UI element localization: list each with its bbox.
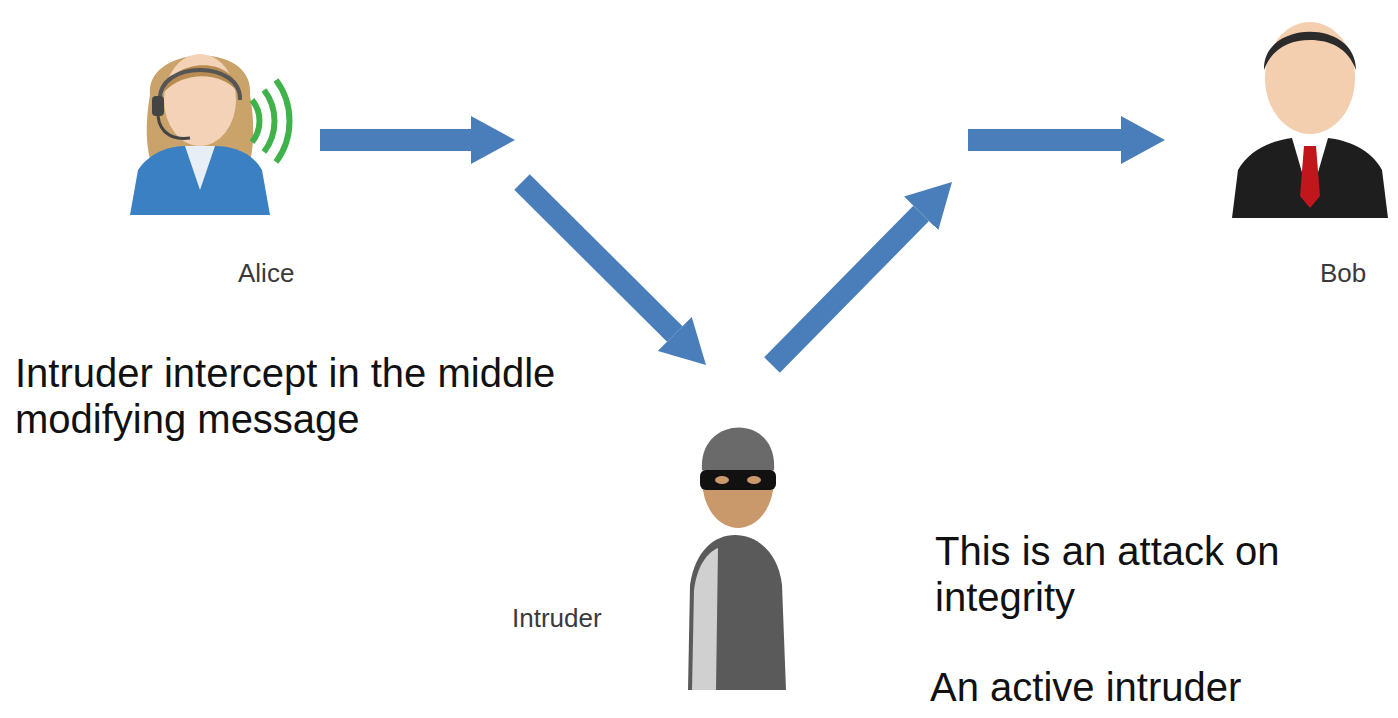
- arrow-segment: [320, 129, 471, 151]
- bob-figure: [1232, 22, 1388, 218]
- person-name: Alice: [238, 258, 294, 289]
- person-name: Bob: [1320, 258, 1366, 289]
- note-text: An active intruder: [930, 664, 1390, 710]
- person-node: Bob: [1165, 10, 1393, 295]
- flow-arrow: [320, 140, 675, 334]
- alice-figure: [130, 54, 290, 215]
- arrow-segment: [772, 213, 921, 365]
- flow-arrow: [772, 140, 1121, 365]
- arrow-segment: [522, 182, 675, 334]
- person-name: Intruder: [512, 603, 602, 634]
- intruder-figure: [688, 428, 786, 690]
- note-text: Intruder intercept in the middle modifyi…: [15, 350, 625, 442]
- person-node: Alice: [120, 40, 320, 295]
- note-text: This is an attack on integrity: [935, 528, 1375, 620]
- person-node: Intruder: [490, 365, 795, 695]
- arrow-segment: [968, 129, 1121, 151]
